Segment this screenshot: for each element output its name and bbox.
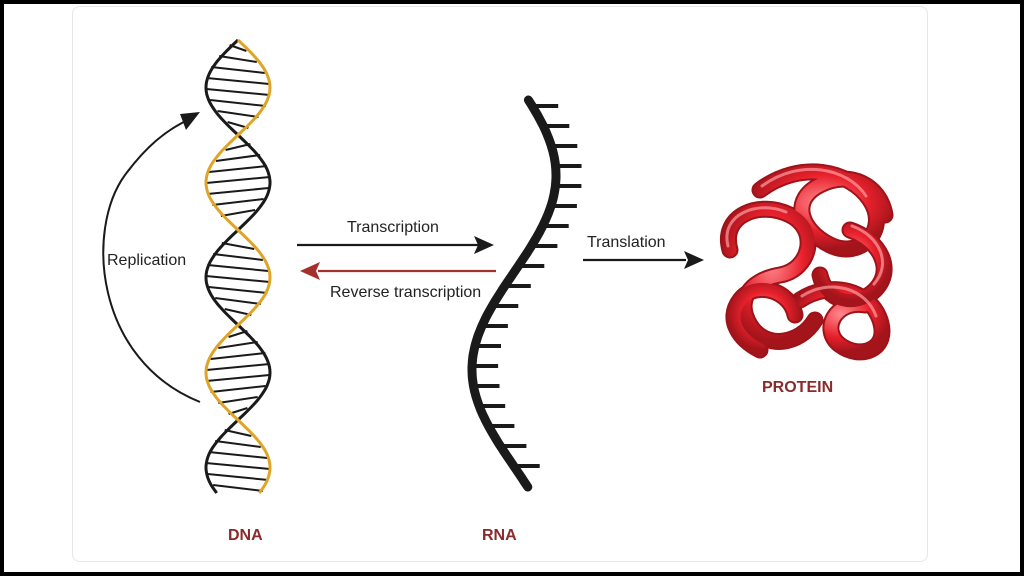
dna-base-pair bbox=[217, 110, 259, 118]
dna-base-pair bbox=[215, 440, 261, 448]
diagram-card bbox=[72, 6, 928, 562]
dna-base-pair bbox=[212, 484, 264, 492]
dna-base-pair bbox=[209, 99, 267, 107]
dna-base-pair bbox=[206, 77, 270, 85]
rna-backbone bbox=[467, 95, 561, 492]
dna-base-pair bbox=[210, 385, 266, 393]
dna-base-pair bbox=[215, 154, 261, 162]
dna-base-pair bbox=[218, 341, 258, 349]
dna-base-pair bbox=[224, 308, 252, 316]
dna-base-pair bbox=[206, 176, 270, 184]
dna-base-pair bbox=[218, 396, 258, 404]
dna-base-pair bbox=[206, 88, 270, 96]
dna-strand-dark bbox=[204, 38, 272, 494]
translation-label: Translation bbox=[587, 234, 666, 251]
dna-base-pair bbox=[210, 352, 266, 360]
transcription-arrow bbox=[297, 236, 494, 254]
reverse-transcription-label: Reverse transcription bbox=[330, 284, 481, 301]
dna-base-pair bbox=[205, 275, 271, 283]
dna-base-pair bbox=[207, 473, 269, 481]
dna-base-pair bbox=[208, 451, 268, 459]
dna-helix-icon bbox=[204, 38, 272, 494]
dna-base-pair bbox=[208, 286, 268, 294]
protein-folded-chain-icon bbox=[719, 163, 894, 361]
dna-label: DNA bbox=[228, 527, 263, 544]
dna-base-pair bbox=[224, 429, 252, 437]
dna-strand-gold bbox=[204, 38, 272, 494]
dna-base-pair bbox=[212, 253, 264, 261]
transcription-label: Transcription bbox=[347, 219, 439, 236]
dna-base-pair bbox=[212, 198, 264, 206]
dna-base-pair bbox=[211, 66, 265, 74]
dna-base-pair bbox=[221, 242, 255, 250]
rna-bases bbox=[472, 104, 582, 468]
dna-base-pair bbox=[206, 363, 270, 371]
dna-base-pair bbox=[220, 209, 256, 217]
rna-label: RNA bbox=[482, 527, 517, 544]
replication-label: Replication bbox=[107, 252, 186, 269]
protein-label: PROTEIN bbox=[762, 379, 833, 396]
dna-base-pair bbox=[207, 264, 269, 272]
dna-base-pair bbox=[207, 187, 269, 195]
dna-base-pair bbox=[215, 297, 261, 305]
rna-strand-icon bbox=[467, 95, 582, 492]
replication-arrow bbox=[102, 112, 201, 403]
dna-base-pair bbox=[206, 374, 270, 382]
dna-base-pair bbox=[219, 55, 257, 63]
dna-base-pair bbox=[208, 165, 268, 173]
dna-base-pair bbox=[205, 462, 271, 470]
translation-arrow bbox=[583, 251, 704, 269]
reverse-transcription-arrow bbox=[300, 262, 496, 280]
